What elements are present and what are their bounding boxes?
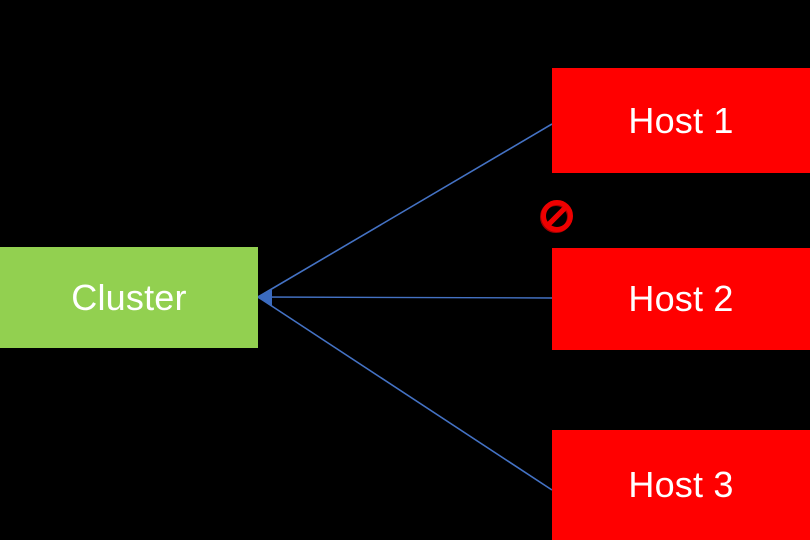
host-3-node[interactable]: Host 3: [552, 430, 810, 540]
connector-line-host-3: [257, 296, 553, 491]
connector-line-host-2: [257, 296, 553, 299]
connector-line-host-1: [257, 123, 553, 298]
cluster-node[interactable]: Cluster: [0, 247, 258, 348]
host-2-node[interactable]: Host 2: [552, 248, 810, 350]
host-3-node-label: Host 3: [628, 464, 734, 505]
prohibition-icon: [540, 200, 573, 233]
connector-cluster-to-host-1: [257, 123, 553, 298]
host-2-node-label: Host 2: [628, 278, 734, 319]
host-1-node-label: Host 1: [628, 99, 734, 141]
connector-cluster-to-host-3: [257, 296, 553, 491]
connector-cluster-to-host-2: [257, 296, 553, 299]
cluster-node-label: Cluster: [71, 276, 187, 318]
host-1-node[interactable]: Host 1: [552, 68, 810, 173]
prohibition-ring: [541, 200, 573, 232]
prohibition-slash: [546, 205, 568, 227]
connector-arrowhead-icon: [256, 289, 272, 306]
